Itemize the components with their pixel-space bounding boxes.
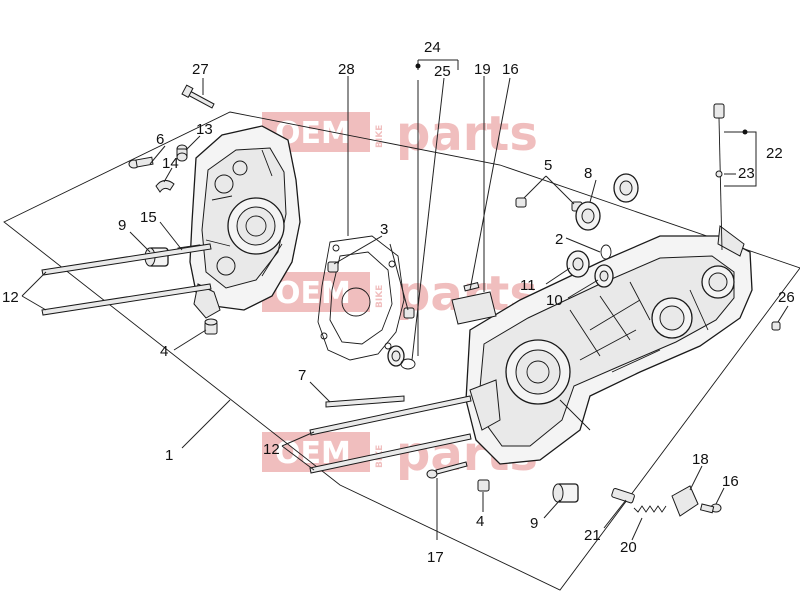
callout-4-right: 4 <box>476 513 484 530</box>
callout-9-left: 9 <box>118 217 126 234</box>
bolt-27 <box>181 84 215 109</box>
callout-3: 3 <box>380 221 388 238</box>
screw-17 <box>426 461 468 479</box>
callout-11: 11 <box>520 277 536 294</box>
callout-22: 22 <box>766 145 783 162</box>
callout-24: 24 <box>424 39 441 56</box>
o-ring-25 <box>400 358 416 370</box>
clip-14 <box>155 180 175 193</box>
bearing-8-b <box>575 201 601 231</box>
dipstick-22 <box>713 103 725 251</box>
callout-13: 13 <box>196 121 213 138</box>
studs-12-right <box>309 395 472 474</box>
callout-7: 7 <box>298 367 306 384</box>
callout-17: 17 <box>427 549 444 566</box>
bracket-19 <box>451 291 497 325</box>
callout-18: 18 <box>692 451 709 468</box>
bushing-9-right <box>552 483 579 503</box>
callout-19: 19 <box>474 61 491 78</box>
leader-lines <box>21 59 789 541</box>
stud-7 <box>325 395 405 408</box>
watermark-top: OEM BIKE parts <box>262 106 538 162</box>
callout-12-left: 12 <box>2 289 19 306</box>
callout-23: 23 <box>738 165 755 182</box>
callout-labels: 1 2 3 4 4 5 6 7 8 9 9 10 11 12 12 13 14 … <box>2 39 795 566</box>
callout-16-top: 16 <box>502 61 519 78</box>
ring-2 <box>600 244 612 260</box>
callout-8: 8 <box>584 165 592 182</box>
screw-6 <box>128 156 154 169</box>
assembly-outline <box>3 111 800 591</box>
dowel-13 <box>176 144 188 162</box>
watermark-brand-small: BIKE <box>375 125 385 148</box>
watermark-brand-small: BIKE <box>375 285 385 308</box>
callout-12-right: 12 <box>263 441 280 458</box>
nut-26 <box>771 321 781 331</box>
callout-14: 14 <box>162 155 179 172</box>
watermark-brand-left: OEM <box>275 276 351 311</box>
callout-21: 21 <box>584 527 601 544</box>
dowel-4-left <box>204 318 218 335</box>
callout-27: 27 <box>192 61 209 78</box>
right-crankcase-half <box>465 225 753 465</box>
callout-4-left: 4 <box>160 343 168 360</box>
left-crankcase-half <box>189 125 301 319</box>
spring-20 <box>633 505 667 513</box>
callout-10: 10 <box>546 292 563 309</box>
seal-10 <box>594 264 614 288</box>
callout-28: 28 <box>338 61 355 78</box>
dowel-4-right <box>477 479 490 492</box>
callout-25: 25 <box>434 63 451 80</box>
oil-seal-24 <box>387 345 405 367</box>
callout-20: 20 <box>620 539 637 556</box>
callout-15: 15 <box>140 209 157 226</box>
studs-12-left <box>41 243 212 316</box>
bearing-11 <box>566 250 590 278</box>
callout-16-bottom: 16 <box>722 473 739 490</box>
screw-16-bottom <box>699 503 722 514</box>
dowels-5 <box>515 197 583 212</box>
plate-18 <box>671 485 699 517</box>
callout-26: 26 <box>778 289 795 306</box>
marker-dots <box>415 63 748 135</box>
callout-6: 6 <box>156 131 164 148</box>
watermark-brand-right: parts <box>396 106 538 162</box>
bearing-8-a <box>613 173 639 203</box>
dowels-3 <box>327 261 415 319</box>
callout-5: 5 <box>544 157 552 174</box>
callout-9-right: 9 <box>530 515 538 532</box>
pin-21 <box>611 488 635 504</box>
callout-2: 2 <box>555 231 563 248</box>
callout-1: 1 <box>165 447 173 464</box>
